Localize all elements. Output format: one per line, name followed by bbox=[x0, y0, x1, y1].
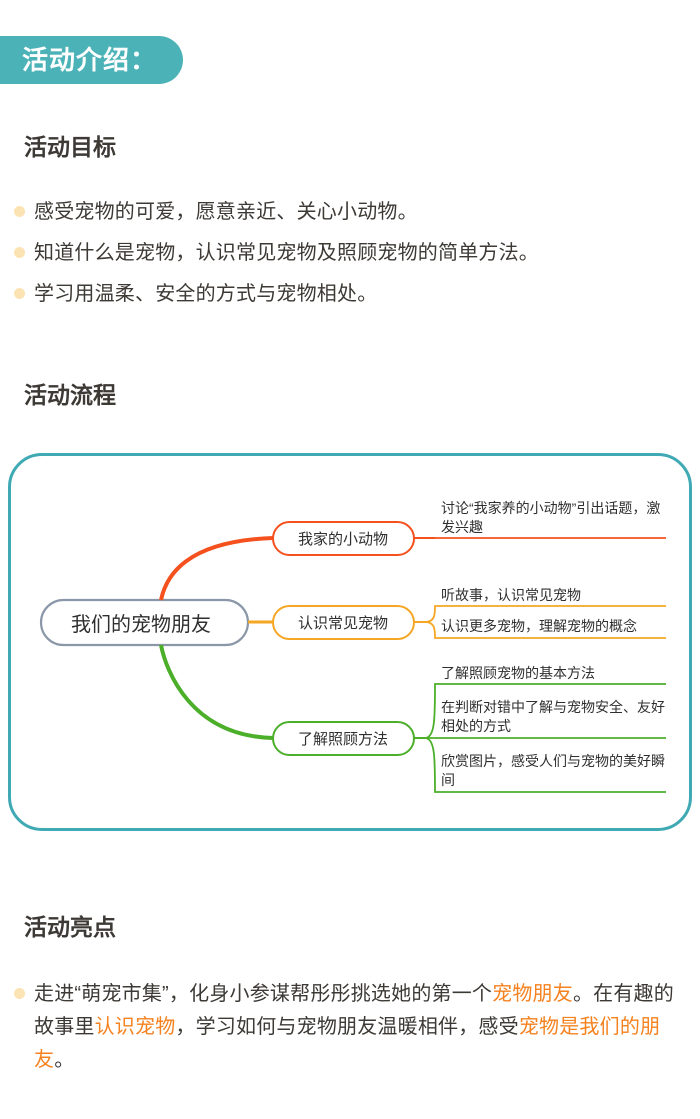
section-heading-goal-label: 活动目标 bbox=[24, 134, 116, 160]
bullet-dot-icon bbox=[14, 247, 25, 258]
mindmap-leaf-2-2: 认识更多宠物，理解宠物的概念 bbox=[441, 618, 637, 634]
bullet-dot-icon bbox=[14, 288, 25, 299]
mindmap-leaf-3-3: 欣赏图片，感受人们与宠物的美好瞬间 bbox=[441, 753, 665, 788]
mindmap-branch-label-1: 我家的小动物 bbox=[298, 531, 389, 548]
list-item: 感受宠物的可爱，愿意亲近、关心小动物。 bbox=[14, 196, 690, 229]
mindmap-leaf-3-1: 了解照顾宠物的基本方法 bbox=[441, 665, 595, 681]
page-title-pill: 活动介绍： bbox=[0, 36, 184, 84]
paragraph-part-1: 走进“萌宠市集”，化身小参谋帮彤彤挑选她的第一个 bbox=[34, 983, 493, 1005]
page-title: 活动介绍： bbox=[22, 45, 158, 75]
paragraph-part-2: 。在有趣的故事里 bbox=[34, 983, 674, 1038]
mindmap-edge-branch3-leaf3 bbox=[424, 737, 666, 793]
highlighted-term-2: 认识宠物 bbox=[94, 1016, 176, 1038]
list-item-text: 知道什么是宠物，认识常见宠物及照顾宠物的简单方法。 bbox=[34, 242, 539, 264]
mindmap-branch-label-3: 了解照顾方法 bbox=[298, 731, 389, 748]
mindmap-root-label: 我们的宠物朋友 bbox=[71, 614, 211, 636]
paragraph-part-3: ，学习如何与宠物朋友温暖相伴，感受 bbox=[175, 1016, 519, 1038]
mindmap-branch-label-2: 认识常见宠物 bbox=[298, 615, 389, 632]
mindmap-leaf-3-2: 在判断对错中了解与宠物安全、友好相处的方式 bbox=[441, 699, 665, 734]
highlighted-term-1: 宠物朋友 bbox=[492, 983, 573, 1005]
list-item: 知道什么是宠物，认识常见宠物及照顾宠物的简单方法。 bbox=[14, 237, 690, 270]
goal-bullet-list: 感受宠物的可爱，愿意亲近、关心小动物。 知道什么是宠物，认识常见宠物及照顾宠物的… bbox=[14, 196, 690, 319]
paragraph-part-4: 。 bbox=[54, 1049, 75, 1071]
section-heading-highlights-label: 活动亮点 bbox=[24, 914, 116, 940]
highlighted-term-3: 宠物是我们的朋友 bbox=[34, 1016, 661, 1071]
section-heading-highlights: 活动亮点 bbox=[22, 914, 140, 946]
mindmap-leaf-1-1: 讨论“我家养的小动物”引出话题，激发兴趣 bbox=[441, 500, 661, 535]
highlights-paragraph: 走进“萌宠市集”，化身小参谋帮彤彤挑选她的第一个宠物朋友。在有趣的故事里认识宠物… bbox=[34, 978, 690, 1077]
highlights-bullet-list: 走进“萌宠市集”，化身小参谋帮彤彤挑选她的第一个宠物朋友。在有趣的故事里认识宠物… bbox=[14, 978, 690, 1085]
bullet-dot-icon bbox=[14, 206, 25, 217]
list-item: 走进“萌宠市集”，化身小参谋帮彤彤挑选她的第一个宠物朋友。在有趣的故事里认识宠物… bbox=[14, 978, 690, 1077]
mindmap-diagram bbox=[39, 521, 666, 793]
mindmap-leaf-2-1: 听故事，认识常见宠物 bbox=[441, 587, 581, 603]
mindmap-edge-root-branch3 bbox=[159, 644, 274, 740]
section-heading-goal: 活动目标 bbox=[22, 134, 156, 166]
section-heading-flow: 活动流程 bbox=[22, 382, 156, 414]
bullet-dot-icon bbox=[14, 988, 25, 999]
list-item-text: 学习用温柔、安全的方式与宠物相处。 bbox=[34, 283, 378, 305]
mindmap-edge-branch2-leaf2 bbox=[424, 621, 666, 639]
list-item: 学习用温柔、安全的方式与宠物相处。 bbox=[14, 278, 690, 311]
list-item-text: 感受宠物的可爱，愿意亲近、关心小动物。 bbox=[34, 201, 418, 223]
mindmap-container: 我们的宠物朋友 我家的小动物 认识常见宠物 了解照顾方法 讨论“我家养的小动物”… bbox=[8, 453, 692, 831]
mindmap-edge-root-branch1 bbox=[159, 536, 274, 601]
section-heading-flow-label: 活动流程 bbox=[24, 382, 116, 408]
